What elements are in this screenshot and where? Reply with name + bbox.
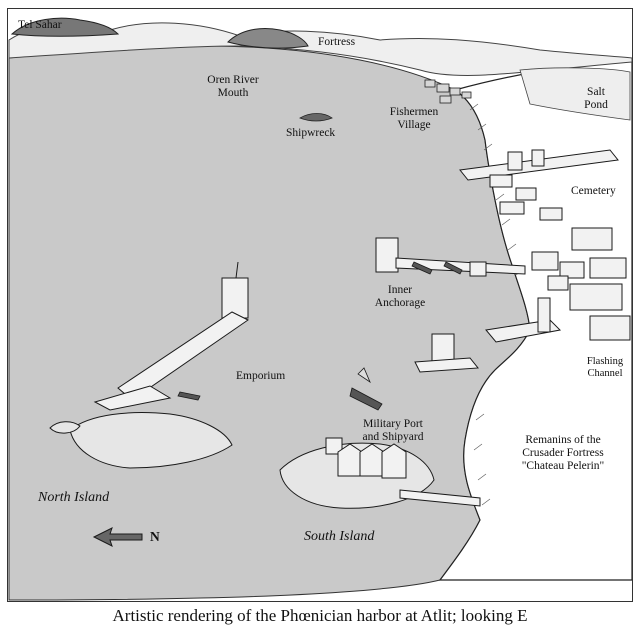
label-north-island: North Island	[38, 490, 110, 505]
label-flashing-channel: Flashing Channel	[586, 356, 624, 379]
label-military-port: Military Port and Shipyard	[362, 418, 424, 443]
fishermen-village	[424, 79, 472, 104]
coastline-land	[438, 59, 633, 581]
label-north-direction: N	[150, 529, 160, 544]
label-shipwreck: Shipwreck	[286, 127, 336, 139]
fortress-hill	[227, 28, 309, 49]
label-inner-anchorage: Inner Anchorage	[374, 284, 426, 309]
north-island	[69, 412, 233, 469]
shipyard-buildings	[325, 437, 407, 479]
map-caption: Artistic rendering of the Phœnician harb…	[112, 606, 528, 625]
label-crusader-fortress: Remanins of the Crusader Fortress "Chate…	[521, 434, 605, 472]
label-salt-pond: Salt Pond	[584, 86, 608, 111]
label-fishermen-village: Fishermen Village	[389, 106, 439, 131]
shipwreck	[299, 113, 333, 122]
distant-hills	[8, 22, 633, 76]
tel-sahar-hill	[10, 17, 120, 37]
emporium-pier	[93, 261, 249, 411]
label-oren-river-mouth: Oren River Mouth	[207, 74, 259, 99]
flashing-channel-tower	[414, 333, 479, 373]
south-breakwater	[399, 489, 481, 507]
sea	[8, 45, 531, 601]
north-arrow-icon	[92, 527, 143, 547]
inner-anchorage	[375, 237, 526, 277]
salt-pond	[519, 67, 631, 121]
north-islet	[49, 421, 81, 434]
label-cemetery: Cemetery	[571, 185, 616, 197]
label-emporium: Emporium	[236, 370, 286, 382]
label-tel-sahar: Tel Sahar	[18, 19, 62, 31]
label-south-island: South Island	[304, 529, 375, 544]
label-fortress: Fortress	[318, 36, 356, 48]
ships	[177, 261, 463, 411]
crusader-fortress	[459, 149, 631, 343]
